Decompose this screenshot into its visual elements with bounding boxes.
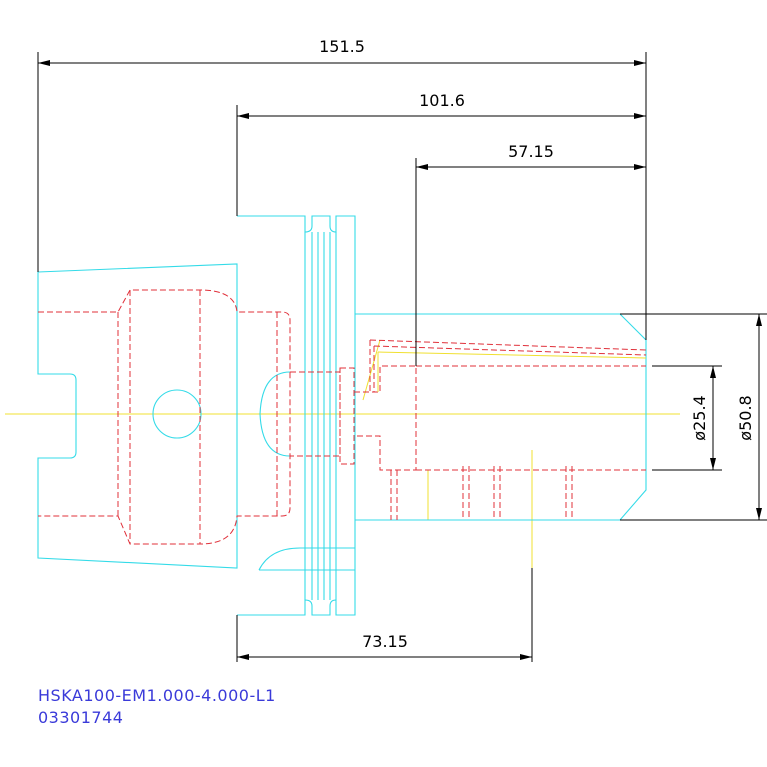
taper-centerline xyxy=(377,351,647,392)
dim-gauge-length: 73.15 xyxy=(362,632,408,651)
dim-outer-diameter: ø50.8 xyxy=(736,395,755,440)
dim-bore-diameter: ø25.4 xyxy=(690,395,709,440)
dimension-labels: 151.5 101.6 57.15 73.15 ø25.4 ø50.8 xyxy=(319,37,755,651)
holder-outline xyxy=(37,215,647,616)
dim-overall-length: 151.5 xyxy=(319,37,365,56)
dimension-lines xyxy=(37,52,767,662)
dim-bore-depth: 57.15 xyxy=(508,142,554,161)
hidden-lines xyxy=(38,289,647,545)
order-number: 03301744 xyxy=(38,708,124,727)
part-number: HSKA100-EM1.000-4.000-L1 xyxy=(38,686,276,705)
dim-flange-to-end: 101.6 xyxy=(419,91,465,110)
centerline xyxy=(5,339,680,568)
